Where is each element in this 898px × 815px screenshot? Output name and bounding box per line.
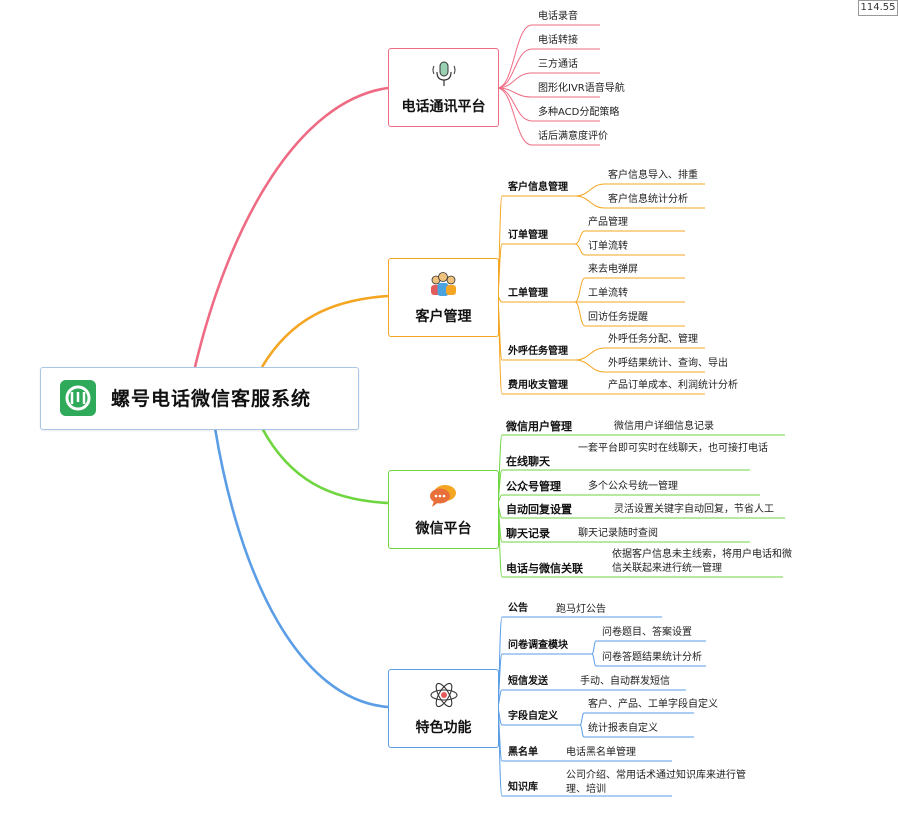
leaf-item: 产品订单成本、利润统计分析: [608, 380, 738, 391]
leaf-item: 图形化IVR语音导航: [538, 83, 625, 94]
link-customer-item: [574, 195, 606, 209]
category-label: 特色功能: [415, 720, 472, 736]
leaf-item: 回访任务提醒: [588, 312, 648, 323]
leaf-item: 客户信息统计分析: [608, 194, 688, 205]
category-wechat[interactable]: 微信平台: [388, 470, 499, 549]
leaf-item: 多个公众号统一管理: [588, 481, 678, 492]
leaf-item: 产品管理: [588, 217, 628, 228]
link-customer-item: [574, 243, 586, 256]
group-label: 在线聊天: [506, 455, 550, 468]
link-customer-item: [574, 277, 586, 303]
group-label: 知识库: [508, 782, 538, 793]
people-icon: [431, 272, 456, 296]
link-telephony-leaf: [496, 24, 533, 89]
microphone-icon: [432, 61, 456, 86]
group-label: 公告: [508, 603, 528, 614]
group-label: 电话与微信关联: [506, 562, 583, 575]
leaf-item: 客户信息导入、排重: [608, 170, 698, 181]
link-customer-item: [574, 347, 606, 361]
link-customer-item: [574, 230, 586, 245]
leaf-item: 手动、自动群发短信: [580, 676, 670, 687]
link-telephony-leaf: [496, 87, 533, 146]
group-label: 费用收支管理: [508, 380, 568, 391]
category-features[interactable]: 特色功能: [388, 669, 499, 748]
luohao-logo-icon: [60, 380, 96, 416]
root-title: 螺号电话微信客服系统: [111, 388, 312, 410]
corner-zoom-label: 114.55: [858, 0, 898, 16]
link-telephony-leaf: [496, 72, 533, 89]
leaf-item: 话后满意度评价: [538, 131, 608, 142]
leaf-item: 多种ACD分配策略: [538, 107, 620, 118]
chat-bubbles-icon: [430, 485, 456, 507]
leaf-item: 一套平台即可实时在线聊天，也可接打电话: [578, 443, 768, 454]
group-label: 问卷调查模块: [508, 640, 568, 651]
leaf-item: 聊天记录随时查阅: [578, 528, 658, 539]
category-label: 电话通讯平台: [401, 99, 486, 115]
group-label: 公众号管理: [506, 480, 561, 493]
group-label: 短信发送: [508, 676, 548, 687]
leaf-item: 问卷答题结果统计分析: [602, 652, 702, 663]
leaf-item: 电话录音: [538, 11, 578, 22]
leaf-item: 统计报表自定义: [588, 723, 658, 734]
link-root-customer: [260, 294, 389, 368]
group-label: 自动回复设置: [506, 503, 572, 516]
leaf-item: 来去电弹屏: [588, 264, 638, 275]
leaf-item: 电话转接: [538, 35, 578, 46]
link-root-wechat: [260, 427, 389, 505]
link-features-item: [579, 712, 585, 726]
link-root-features: [213, 427, 389, 709]
leaf-item: 跑马灯公告: [556, 604, 606, 615]
group-label: 聊天记录: [506, 527, 550, 540]
link-customer-item: [574, 183, 606, 197]
leaf-item: 客户、产品、工单字段自定义: [588, 699, 718, 710]
link-features-item: [591, 653, 597, 667]
link-telephony-leaf: [496, 48, 533, 89]
leaf-item: 电话黑名单管理: [566, 747, 636, 758]
leaf-item: 依据客户信息未主线索，将用户电话和微信关联起来进行统一管理: [612, 549, 792, 574]
leaf-item: 工单流转: [588, 288, 628, 299]
leaf-item: 三方通话: [538, 59, 578, 70]
category-label: 微信平台: [415, 521, 472, 537]
leaf-item: 外呼任务分配、管理: [608, 334, 698, 345]
category-telephony[interactable]: 电话通讯平台: [388, 48, 499, 127]
leaf-item: 订单流转: [588, 241, 628, 252]
leaf-item: 微信用户详细信息记录: [614, 421, 714, 432]
group-label: 外呼任务管理: [508, 346, 568, 357]
link-root-telephony: [193, 86, 389, 368]
category-customer[interactable]: 客户管理: [388, 258, 499, 337]
group-label: 客户信息管理: [508, 182, 568, 193]
leaf-item: 公司介绍、常用话术通过知识库来进行管理、培训: [566, 770, 746, 795]
atom-icon: [430, 682, 458, 708]
link-customer-item: [574, 301, 586, 327]
leaf-item: 灵活设置关键字自动回复，节省人工: [614, 504, 774, 515]
leaf-item: 问卷题目、答案设置: [602, 627, 692, 638]
leaf-item: 外呼结果统计、查询、导出: [608, 358, 728, 369]
group-label: 字段自定义: [508, 711, 558, 722]
link-customer-item: [574, 359, 606, 373]
link-features-item: [591, 640, 597, 655]
group-label: 工单管理: [508, 288, 548, 299]
category-label: 客户管理: [415, 309, 472, 325]
link-features-item: [579, 724, 585, 738]
group-label: 黑名单: [508, 747, 538, 758]
root-node[interactable]: 螺号电话微信客服系统: [40, 367, 359, 430]
group-label: 微信用户管理: [506, 420, 572, 433]
group-label: 订单管理: [508, 230, 548, 241]
